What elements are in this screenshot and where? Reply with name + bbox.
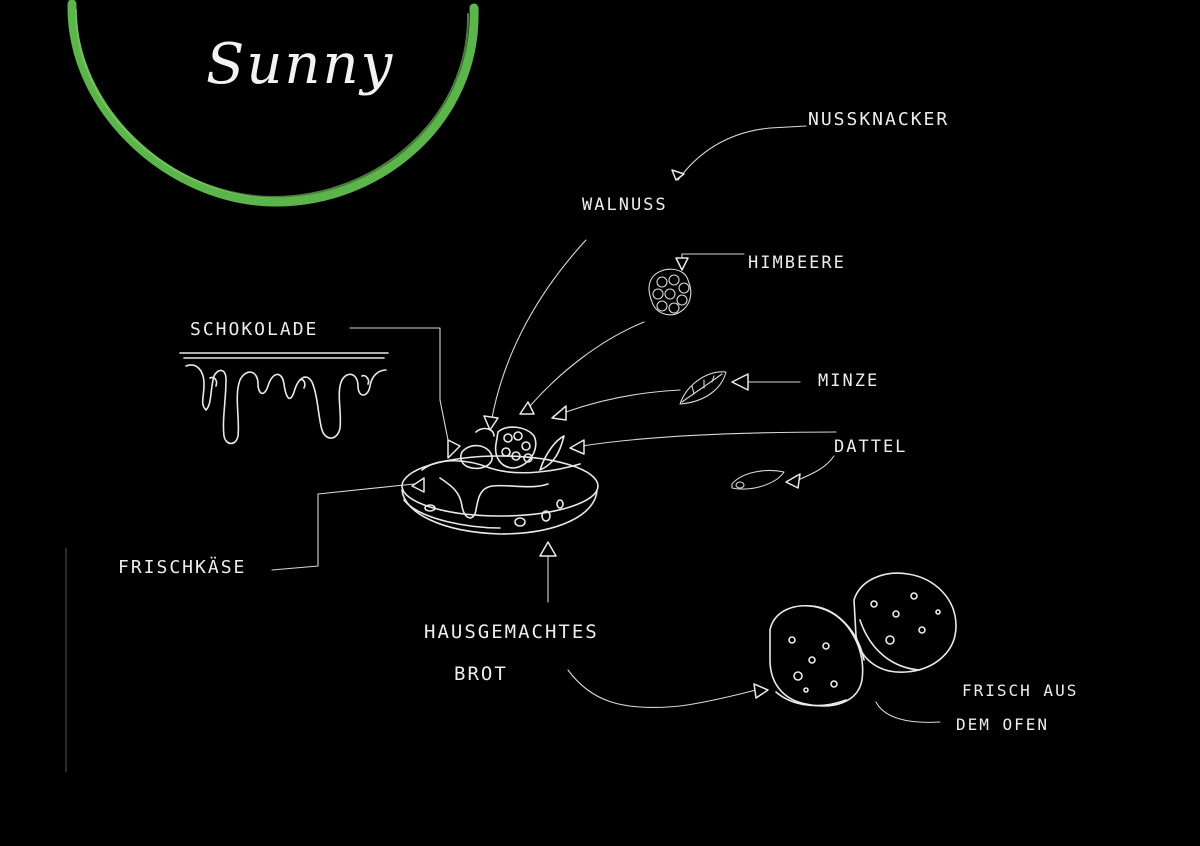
line-himbeere: [681, 253, 745, 263]
line-mint-to-toast: [565, 389, 681, 413]
label-himbeere: HIMBEERE: [748, 253, 846, 273]
date-fruit-illustration: [731, 469, 785, 490]
line-ofen: [875, 701, 941, 723]
arrowhead-himbeere: [675, 257, 689, 271]
label-walnuss: WALNUSS: [582, 195, 668, 215]
line-dattel-to-toast: [581, 431, 837, 447]
line-brot-to-loaf: [567, 669, 757, 709]
arrowhead-minze: [731, 373, 749, 391]
label-brot-line2: BROT: [454, 663, 508, 685]
arrowhead-mint: [551, 405, 567, 421]
label-dattel: DATTEL: [834, 437, 908, 457]
label-minze: MINZE: [818, 371, 880, 391]
toast-dish-illustration: [401, 426, 599, 535]
label-ofen-line1: FRISCH AUS: [962, 681, 1079, 700]
arrowhead-dattel-toast: [569, 439, 585, 455]
line-nussknacker: [677, 125, 807, 181]
arrowhead-nussknacker: [671, 169, 685, 181]
arrowhead-raspberry: [519, 401, 535, 415]
line-raspberry-to-toast: [529, 321, 645, 407]
line-walnuss: [491, 239, 587, 419]
label-schokolade: SCHOKOLADE: [190, 319, 319, 340]
line-schokolade: [349, 327, 449, 441]
label-nussknacker: NUSSKNACKER: [808, 109, 950, 130]
label-frischkaese: FRISCHKÄSE: [118, 557, 247, 578]
arrowhead-walnuss: [483, 415, 499, 431]
arrowhead-schokolade: [447, 439, 461, 459]
line-frischkaese: [271, 483, 415, 571]
arrowhead-loaf: [753, 683, 769, 699]
bread-loaf-illustration: [769, 572, 957, 707]
chocolate-drips-illustration: [179, 352, 389, 445]
logo-title: Sunny: [206, 32, 395, 97]
arrowhead-dattel: [785, 473, 801, 489]
line-dattel: [797, 455, 835, 481]
arrowheads: [411, 169, 801, 699]
arrowhead-brot: [539, 541, 557, 557]
mint-leaf-illustration: [679, 371, 727, 405]
raspberry-illustration: [648, 268, 692, 316]
label-ofen-line2: DEM OFEN: [956, 715, 1050, 734]
logo-circle: [67, 0, 479, 207]
arrowhead-frischkaese: [411, 477, 425, 493]
label-brot-line1: HAUSGEMACHTES: [424, 621, 599, 643]
